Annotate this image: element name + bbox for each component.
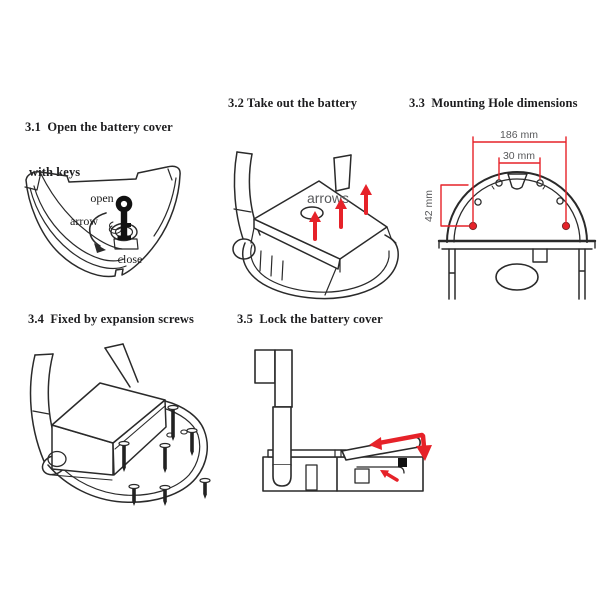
- screw: [118, 440, 130, 472]
- tray-body-drawing: [232, 226, 399, 300]
- keyhole-slot: [507, 173, 528, 190]
- right-leg: [578, 248, 586, 300]
- screw: [167, 404, 179, 441]
- dimension-label-42mm: 42 mm: [423, 190, 435, 222]
- figure-open-battery-cover: open arrow close: [10, 150, 205, 300]
- figure-take-out-battery: arrows: [215, 125, 410, 305]
- screw: [159, 442, 171, 473]
- left-leg: [448, 248, 456, 300]
- dimension-label-30mm: 30 mm: [503, 150, 535, 162]
- strap-left-drawing: [233, 151, 261, 248]
- dome-body-drawing: [24, 165, 181, 278]
- close-label: close: [118, 252, 143, 266]
- arrows-label: arrows: [307, 190, 349, 206]
- mount-arm-drawing: [254, 349, 347, 487]
- screw: [186, 427, 198, 456]
- section-3-4-heading: 3.4 Fixed by expansion screws: [28, 312, 194, 326]
- rotate-arrow-icon: [88, 212, 107, 253]
- screw: [199, 477, 211, 499]
- base-slot: [354, 468, 370, 484]
- section-3-5-heading: 3.5 Lock the battery cover: [237, 312, 383, 326]
- figure-expansion-screws: [8, 328, 223, 523]
- section-3-3-heading: 3.3 Mounting Hole dimensions: [409, 96, 578, 110]
- section-3-1-heading-line1: 3.1 Open the battery cover: [25, 120, 173, 134]
- latch-block: [398, 458, 407, 467]
- figure-mounting-hole-dimensions: 186 mm 30 mm 42 mm: [408, 113, 598, 303]
- dimension-label-186mm: 186 mm: [500, 129, 538, 141]
- lock-motion-arrows-icon: [369, 432, 432, 482]
- dimension-lines: [440, 136, 567, 227]
- tray-drawing: [47, 400, 209, 504]
- strap-right-drawing: [104, 343, 139, 388]
- mounting-holes: [468, 179, 571, 231]
- latch-notch: [532, 248, 548, 263]
- screw: [128, 483, 140, 506]
- lift-arrows-icon: [309, 184, 372, 241]
- latch-drawing: [356, 458, 407, 474]
- expansion-screws-icon: [118, 404, 211, 506]
- strap-right-drawing: [333, 154, 352, 192]
- screw: [159, 484, 171, 506]
- battery-box-drawing: [47, 382, 167, 481]
- key-icon: [115, 195, 133, 240]
- open-label: open: [90, 191, 113, 205]
- tray-floor-holes: [166, 429, 188, 438]
- side-hole: [47, 450, 67, 468]
- section-3-2-heading: 3.2 Take out the battery: [228, 96, 358, 110]
- bottom-oval-hole: [495, 263, 539, 291]
- figure-lock-battery-cover: [228, 328, 438, 523]
- arrow-label: arrow: [70, 214, 98, 228]
- dome-front-drawing: [437, 171, 597, 300]
